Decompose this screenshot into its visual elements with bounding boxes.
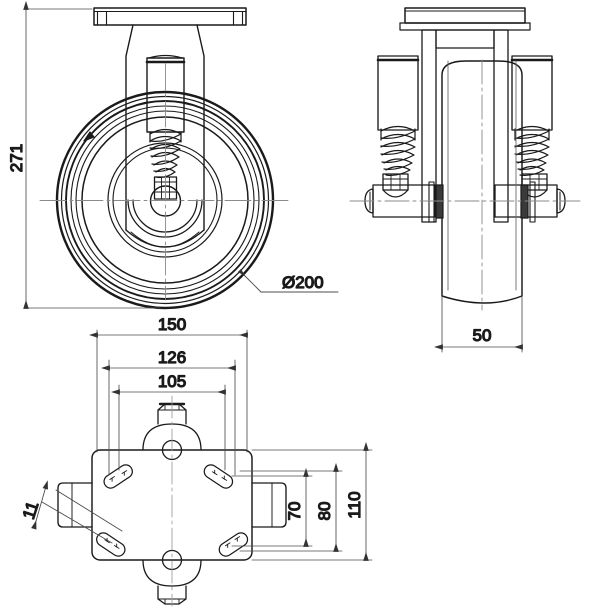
dimension-label-150: 150 bbox=[158, 315, 186, 334]
wheel-hub-detail bbox=[127, 199, 203, 238]
dimension-label-11: 11 bbox=[19, 499, 43, 522]
side-view-centerlines bbox=[349, 59, 581, 311]
dimension-110: 110 bbox=[251, 441, 373, 561]
dimension-11: 11 bbox=[18, 480, 123, 544]
dimension-label-70: 70 bbox=[285, 502, 304, 521]
dimension-label-diameter-200: Ø200 bbox=[282, 273, 324, 292]
dimension-diameter-200: Ø200 bbox=[83, 121, 339, 293]
wheel-body-side bbox=[441, 60, 523, 304]
dimension-label-126: 126 bbox=[158, 348, 186, 367]
dimension-label-110: 110 bbox=[345, 491, 364, 518]
fork-leg-block-plan-left bbox=[57, 482, 93, 528]
suspension-spring-front bbox=[149, 128, 182, 179]
wheel-tread-circles bbox=[55, 90, 275, 310]
front-view-group: 271 Ø200 bbox=[6, 0, 339, 310]
mounting-slot-top-left bbox=[103, 464, 133, 489]
dimension-126: 126 bbox=[100, 347, 236, 476]
dimension-label-105: 105 bbox=[158, 372, 186, 391]
spring-housing-side-right bbox=[510, 55, 554, 131]
dimension-150: 150 bbox=[88, 314, 248, 453]
dimension-271: 271 bbox=[6, 0, 161, 309]
fork-leg-block-plan-right bbox=[251, 482, 287, 528]
dimension-label-271: 271 bbox=[7, 144, 26, 172]
suspension-spring-side-left bbox=[380, 125, 416, 177]
dimension-label-50: 50 bbox=[473, 326, 492, 345]
dimension-70: 70 bbox=[231, 467, 313, 547]
dimension-105: 105 bbox=[110, 371, 226, 471]
mounting-slot-bottom-right bbox=[218, 532, 249, 557]
fork-body-front bbox=[125, 24, 205, 248]
axle-boss-plan-bottom bbox=[142, 549, 202, 605]
spring-housing-side-left bbox=[376, 55, 420, 131]
dimension-label-80: 80 bbox=[315, 502, 334, 521]
bearing-flange-side bbox=[428, 181, 536, 223]
mounting-slot-top-right bbox=[203, 464, 234, 489]
side-view-group: 50 bbox=[349, 7, 581, 353]
mounting-plate-side bbox=[399, 7, 531, 31]
suspension-spring-side-right bbox=[514, 125, 550, 177]
plan-view-group: 150 126 105 bbox=[18, 314, 373, 607]
dimension-50: 50 bbox=[433, 295, 523, 353]
spring-retainer-side-left bbox=[382, 173, 409, 198]
dimension-80: 80 bbox=[239, 462, 343, 552]
mounting-plate-front bbox=[93, 7, 247, 26]
front-view-centerlines bbox=[39, 63, 293, 301]
